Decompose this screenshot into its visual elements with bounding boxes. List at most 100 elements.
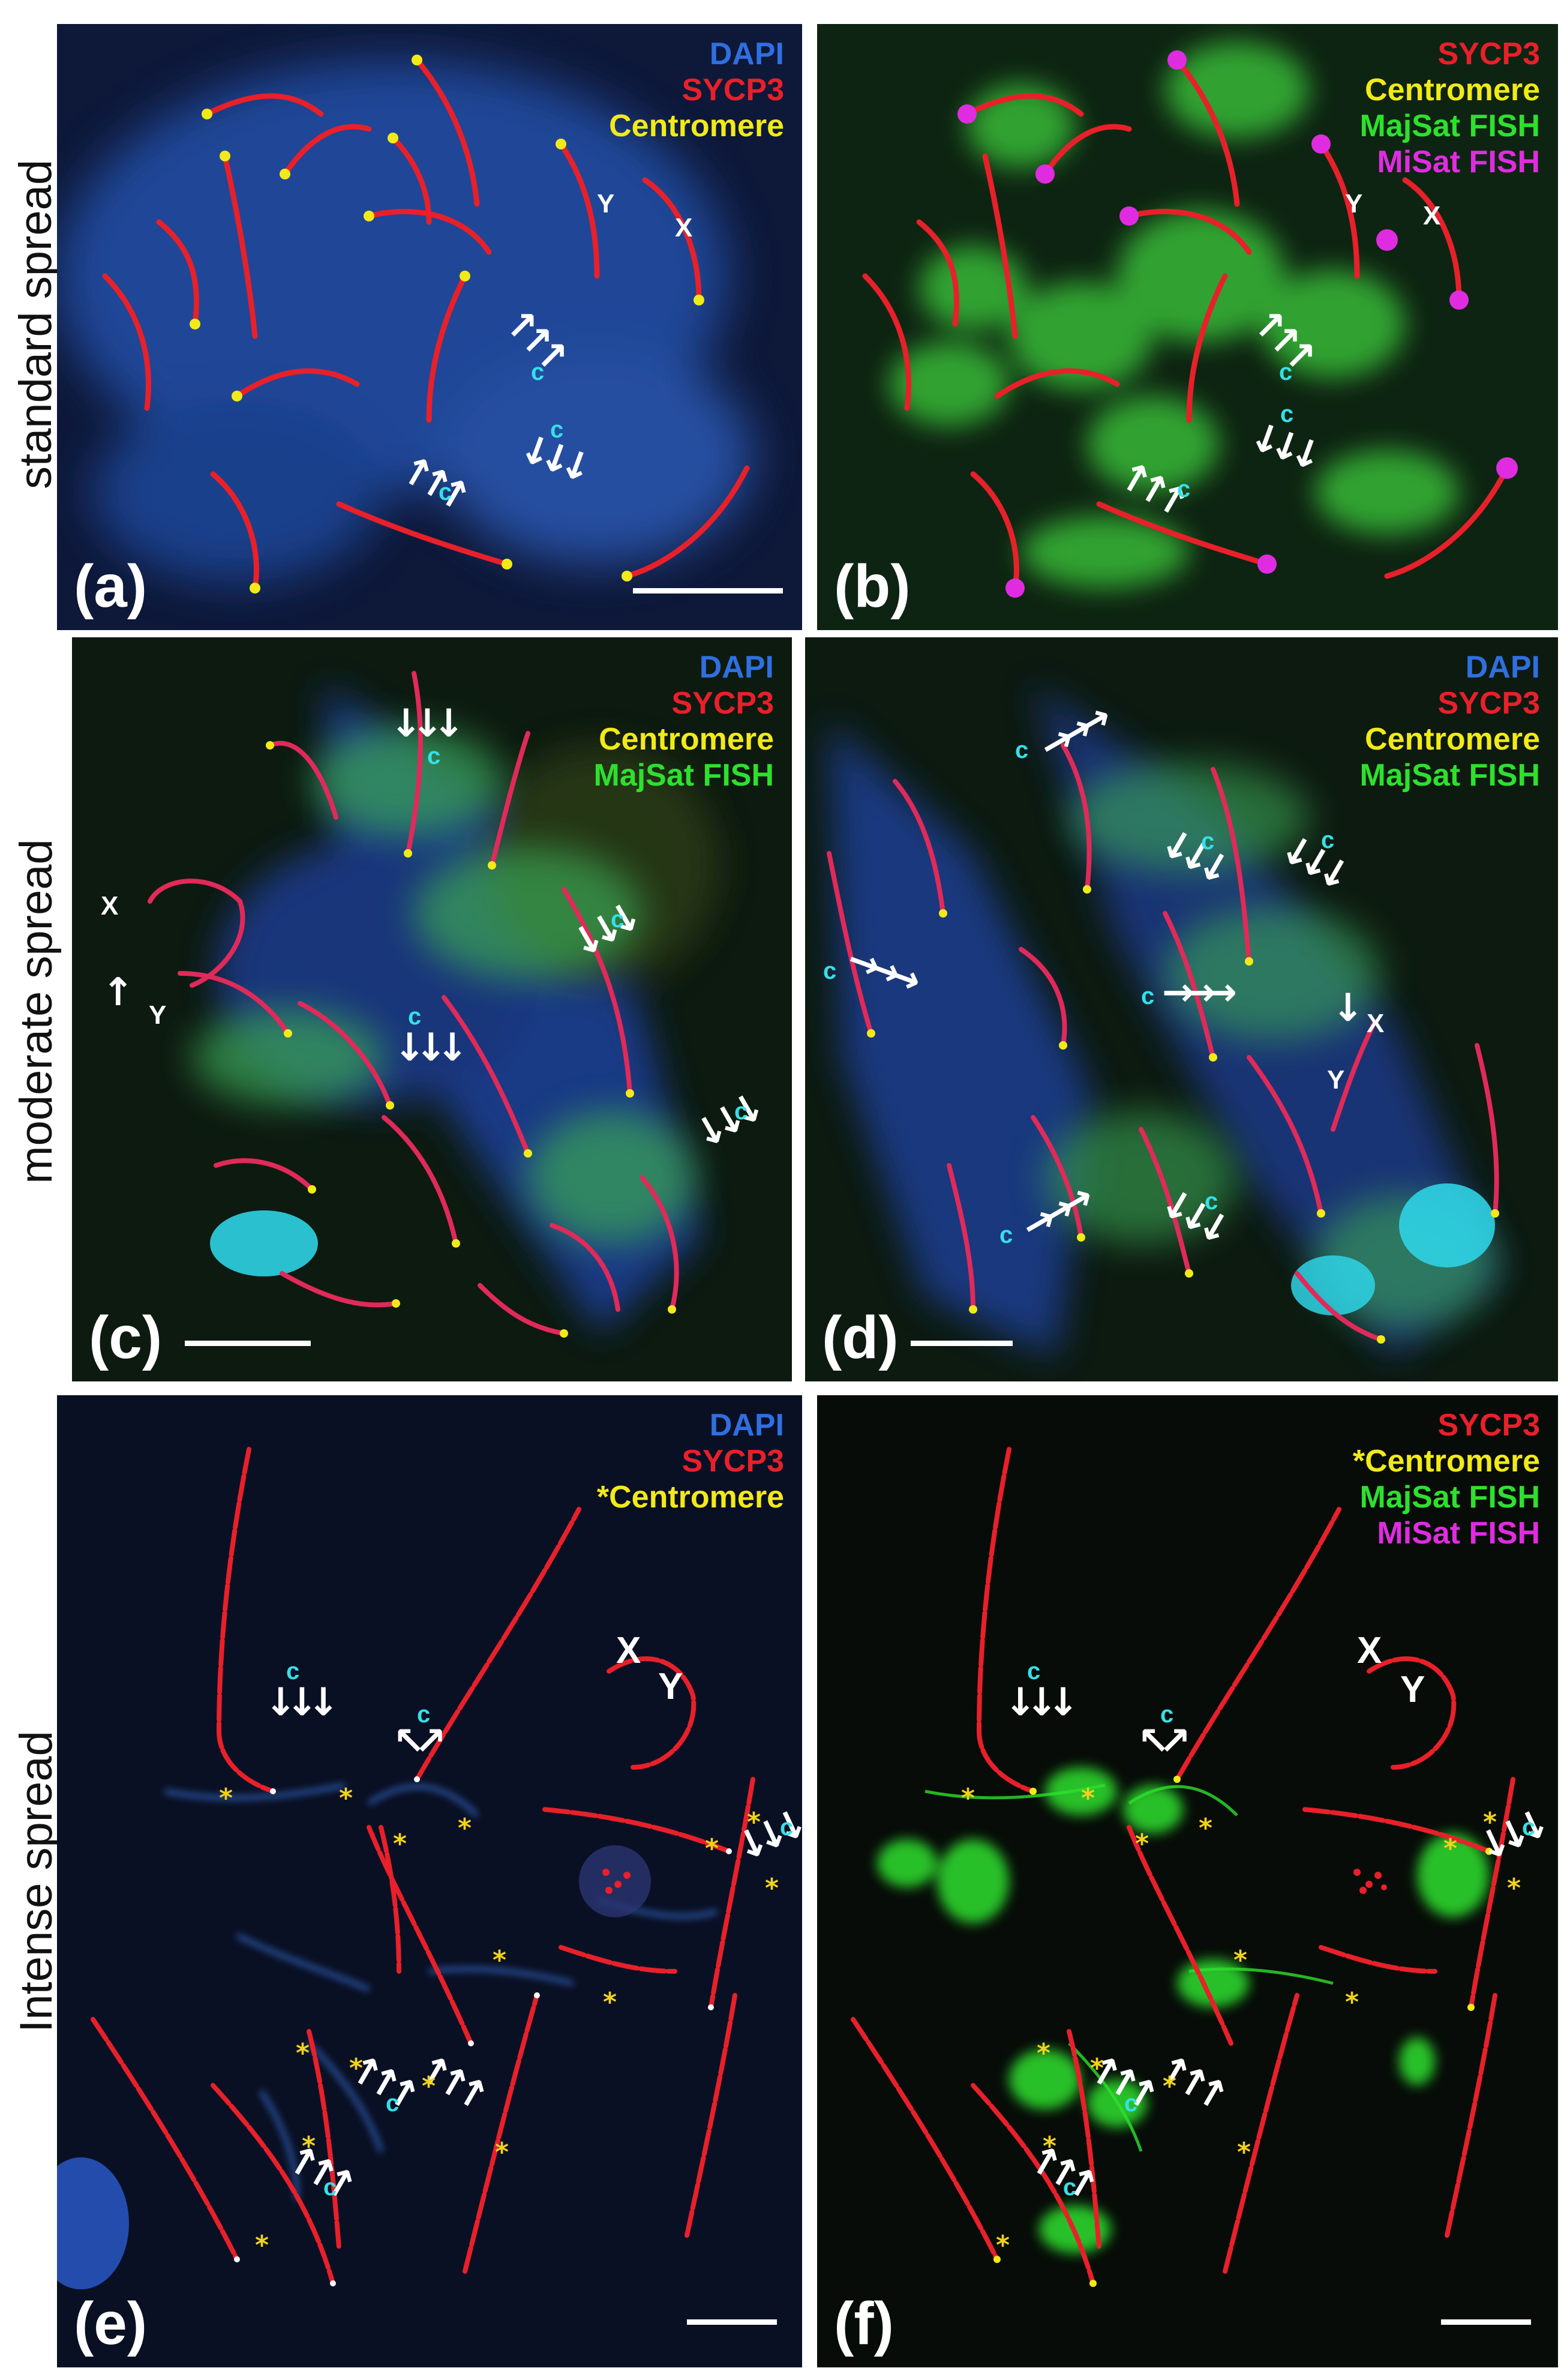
arrow-group: ↓↓↓ — [390, 702, 465, 746]
centromere-star: * — [458, 1813, 472, 1844]
panel-a-label: (a) — [74, 553, 148, 620]
centromere-star: * — [1199, 1813, 1213, 1844]
centromere-star: * — [255, 2230, 269, 2261]
marker-c: c — [386, 2090, 400, 2117]
centromere-star: * — [219, 1783, 233, 1814]
marker-c: c — [531, 359, 545, 385]
marker-c: c — [439, 479, 452, 505]
centromere-star: * — [296, 2038, 310, 2069]
marker-x: X — [675, 213, 693, 242]
centromere-star: * — [765, 1873, 779, 1904]
centromere-star: * — [1037, 2038, 1051, 2069]
marker-x: X — [1367, 1009, 1385, 1038]
legend-dapi: DAPI — [709, 1408, 784, 1443]
arrow-group: ↓↓↓ — [265, 1680, 340, 1725]
panel-e-label: (e) — [74, 2290, 148, 2357]
marker-x: X — [1357, 1630, 1382, 1671]
arrow-group: ↓↓↓ — [394, 1026, 469, 1070]
centromere-star: * — [1090, 2053, 1104, 2084]
legend-dapi: DAPI — [1465, 650, 1540, 685]
panel-f: SYCP3 *Centromere MajSat FISH MiSat FISH… — [817, 1395, 1558, 2367]
legend-sycp3: SYCP3 — [682, 1444, 784, 1479]
marker-c: c — [1205, 1188, 1218, 1215]
arrow-group: ↓ — [1332, 986, 1364, 1030]
centromere-star: * — [961, 1783, 975, 1814]
marker-c: c — [1160, 1701, 1174, 1728]
arrow-group: →→→ — [1162, 970, 1237, 1015]
legend-sycp3: SYCP3 — [1437, 37, 1540, 71]
centromere-star: * — [747, 1807, 761, 1838]
legend-sycp3: SYCP3 — [1437, 686, 1540, 721]
marker-c: c — [1141, 983, 1155, 1009]
panel-f-micrograph — [851, 1447, 1515, 2287]
panel-a-legend: DAPI SYCP3 Centromere — [609, 36, 784, 144]
legend-sycp3: SYCP3 — [1437, 1408, 1540, 1443]
centromere-star: * — [705, 1833, 719, 1864]
legend-sycp3: SYCP3 — [671, 686, 774, 721]
legend-majsat-fish: MajSat FISH — [1359, 1480, 1541, 1515]
legend-misat-fish: MiSat FISH — [1377, 1516, 1540, 1551]
panel-b-micrograph — [862, 42, 1518, 598]
marker-c: c — [999, 1222, 1013, 1248]
marker-c: c — [1063, 2174, 1077, 2201]
marker-c: c — [286, 1658, 300, 1684]
panel-e-micrograph — [57, 1447, 755, 2289]
marker-c: c — [734, 1098, 748, 1125]
centromere-star: * — [1345, 1987, 1359, 2018]
centromere-star: * — [1483, 1807, 1497, 1838]
panel-f-legend: SYCP3 *Centromere MajSat FISH MiSat FISH — [1353, 1407, 1540, 1551]
panel-e: DAPI SYCP3 *Centromere X Y c ↓↓↓ c ↖↗ ↓↓… — [57, 1395, 802, 2367]
marker-y: Y — [1345, 189, 1363, 218]
marker-c: c — [417, 1701, 431, 1728]
panel-b-label: (b) — [834, 553, 911, 620]
marker-y: Y — [1400, 1669, 1425, 1710]
centromere-star: * — [1507, 1873, 1521, 1904]
marker-x: X — [616, 1630, 641, 1671]
legend-centromere: Centromere — [599, 722, 774, 757]
centromere-star: * — [493, 1945, 507, 1976]
panel-b-legend: SYCP3 Centromere MajSat FISH MiSat FISH — [1360, 36, 1541, 180]
legend-sycp3: SYCP3 — [682, 73, 784, 107]
centromere-star: * — [1237, 2137, 1251, 2168]
legend-majsat-fish: MajSat FISH — [1359, 109, 1541, 143]
panel-b: SYCP3 Centromere MajSat FISH MiSat FISH … — [817, 24, 1558, 630]
legend-centromere: *Centromere — [1352, 1444, 1540, 1479]
legend-centromere: Centromere — [609, 109, 784, 143]
scale-bar — [185, 1341, 311, 1346]
centromere-star: * — [349, 2053, 364, 2084]
marker-c: c — [408, 1003, 422, 1030]
row-label-moderate: moderate spread — [10, 838, 62, 1184]
marker-c: c — [550, 416, 564, 443]
marker-x: X — [101, 891, 119, 921]
legend-dapi: DAPI — [709, 37, 784, 71]
legend-centromere: *Centromere — [596, 1480, 784, 1515]
marker-c: c — [1027, 1658, 1041, 1684]
marker-c: c — [1321, 827, 1335, 853]
marker-y: Y — [597, 189, 615, 218]
panel-d-label: (d) — [822, 1304, 899, 1371]
centromere-star: * — [996, 2230, 1010, 2261]
marker-c: c — [1124, 2090, 1138, 2117]
centromere-star: * — [1443, 1833, 1458, 1864]
marker-c: c — [611, 906, 625, 933]
arrow-group: ↑ — [102, 970, 134, 1015]
panel-c-label: (c) — [89, 1304, 163, 1371]
panel-f-label: (f) — [834, 2290, 894, 2357]
legend-dapi: DAPI — [699, 650, 774, 685]
centromere-star: * — [422, 2071, 436, 2102]
scale-bar — [911, 1341, 1013, 1346]
scale-bar — [633, 588, 783, 593]
centromere-star: * — [1081, 1783, 1095, 1814]
panel-e-legend: DAPI SYCP3 *Centromere — [597, 1407, 784, 1515]
centromere-star: * — [339, 1783, 353, 1814]
centromere-star: * — [393, 1829, 407, 1859]
marker-c: c — [1201, 828, 1215, 855]
panel-c-legend: DAPI SYCP3 Centromere MajSat FISH — [594, 649, 775, 793]
arrow-group: ↓↓↓ — [1004, 1680, 1079, 1725]
marker-c: c — [1522, 1814, 1536, 1841]
arrow-group: ↖↗ — [1137, 1719, 1191, 1764]
marker-y: Y — [1327, 1065, 1345, 1095]
legend-majsat-fish: MajSat FISH — [1359, 758, 1541, 793]
legend-misat-fish: MiSat FISH — [1377, 145, 1540, 179]
marker-c: c — [1177, 476, 1191, 502]
